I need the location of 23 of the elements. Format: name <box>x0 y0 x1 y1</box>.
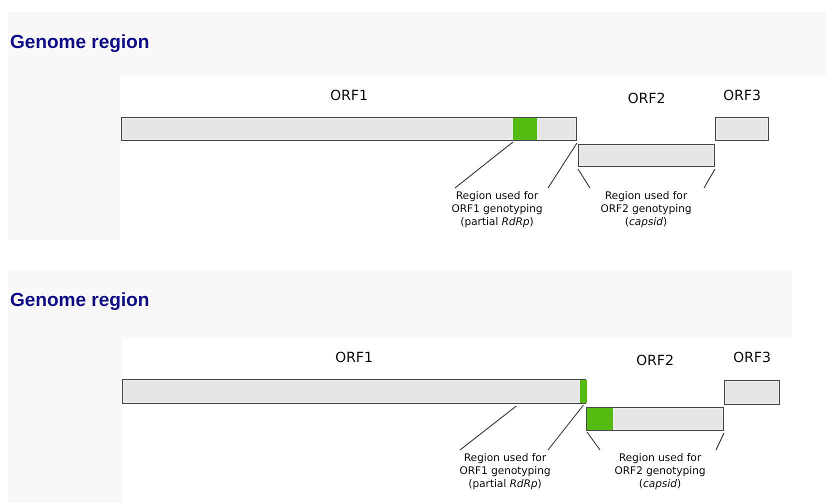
highlighted-region <box>580 380 587 403</box>
leader-line <box>460 406 517 450</box>
leader-line <box>578 168 590 188</box>
gene-label: ORF2 <box>628 91 666 107</box>
leader-line <box>586 432 600 450</box>
highlighted-region <box>587 408 613 430</box>
region-caption: Region used for ORF1 genotyping (partial RdRp) <box>447 190 547 229</box>
panel-background <box>8 270 792 503</box>
leader-line <box>454 142 514 188</box>
highlighted-region <box>513 118 537 140</box>
region-caption: Region used for ORF2 genotyping (capsid) <box>596 190 696 229</box>
leader-line <box>716 432 724 450</box>
region-caption: Region used for ORF2 genotyping (capsid) <box>610 452 710 491</box>
panel-background <box>8 12 826 240</box>
leader-line <box>704 168 716 188</box>
gene-label: ORF1 <box>330 88 368 104</box>
gene-label: ORF1 <box>335 350 373 366</box>
gene-label: ORF2 <box>636 353 674 369</box>
region-caption: Region used for ORF1 genotyping (partial RdRp) <box>455 452 555 491</box>
section-title: Genome region <box>10 32 150 54</box>
gene-label: ORF3 <box>733 350 771 366</box>
gene-label: ORF3 <box>723 88 761 104</box>
section-title: Genome region <box>10 290 150 312</box>
